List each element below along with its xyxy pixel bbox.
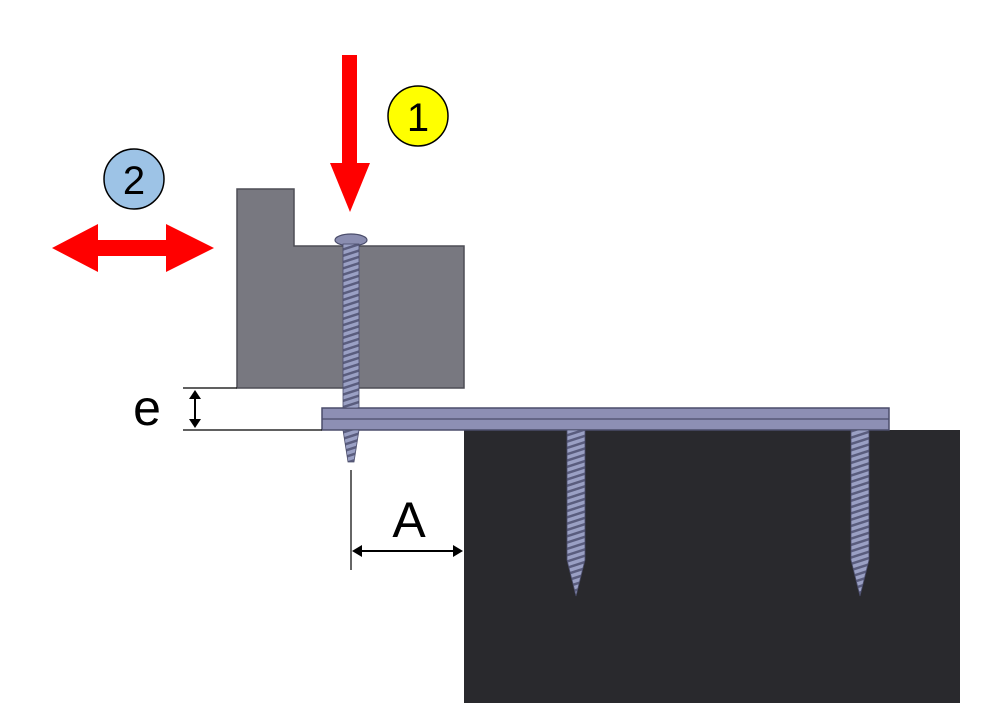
screw-icon	[850, 429, 870, 597]
dark-base-block	[464, 430, 960, 703]
down-arrow-icon	[330, 55, 370, 212]
gap-dimension-label: e	[133, 380, 161, 436]
left-right-arrow-icon	[52, 224, 214, 272]
gap-dimension: e	[133, 380, 322, 436]
step-badge-2-label: 2	[123, 159, 145, 203]
distance-dimension-label: A	[392, 492, 426, 548]
distance-dimension: A	[350, 470, 463, 570]
step-badge-1: 1	[387, 85, 449, 147]
plate	[321, 407, 890, 431]
screw-icon	[334, 233, 368, 463]
step-badge-2: 2	[103, 148, 165, 210]
step-badge-1-label: 1	[407, 96, 429, 140]
screw-icon	[566, 429, 586, 597]
